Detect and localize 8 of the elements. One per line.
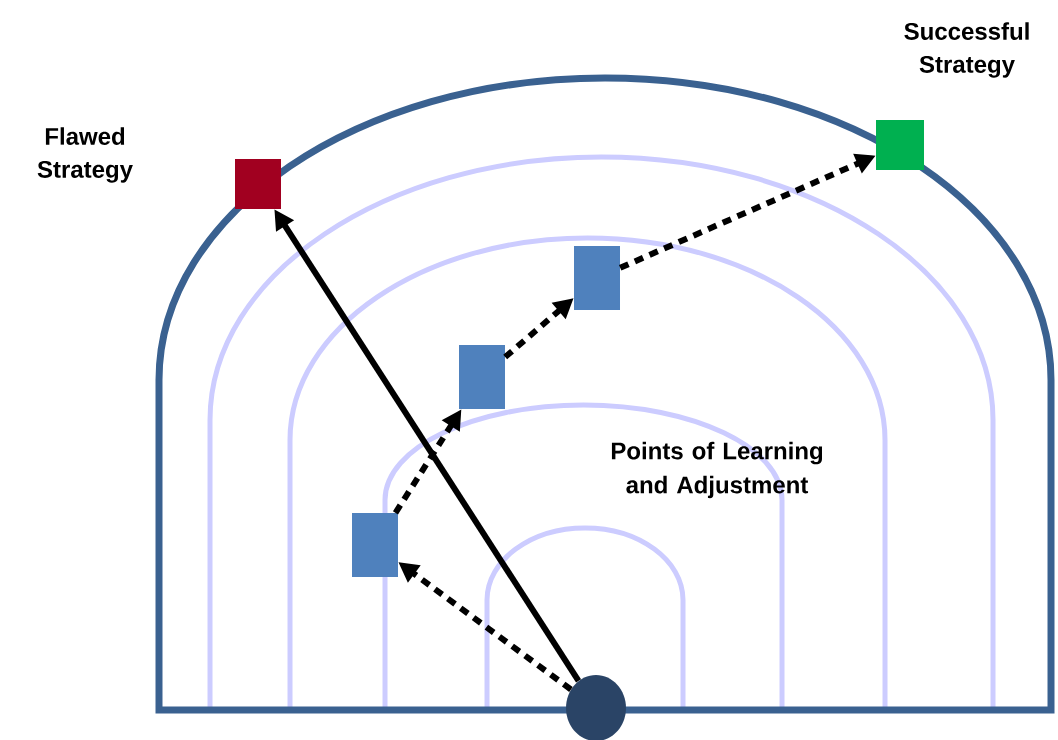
step-box (459, 345, 505, 409)
strategy-square (235, 159, 281, 209)
strategy-label: Flawed Strategy (37, 127, 133, 183)
step-box (352, 513, 398, 577)
strategy-square (876, 120, 924, 170)
annotation-text: Points of Learning and Adjustment (611, 441, 823, 499)
step-box (574, 246, 620, 310)
strategy-label: Successful Strategy (904, 22, 1029, 78)
